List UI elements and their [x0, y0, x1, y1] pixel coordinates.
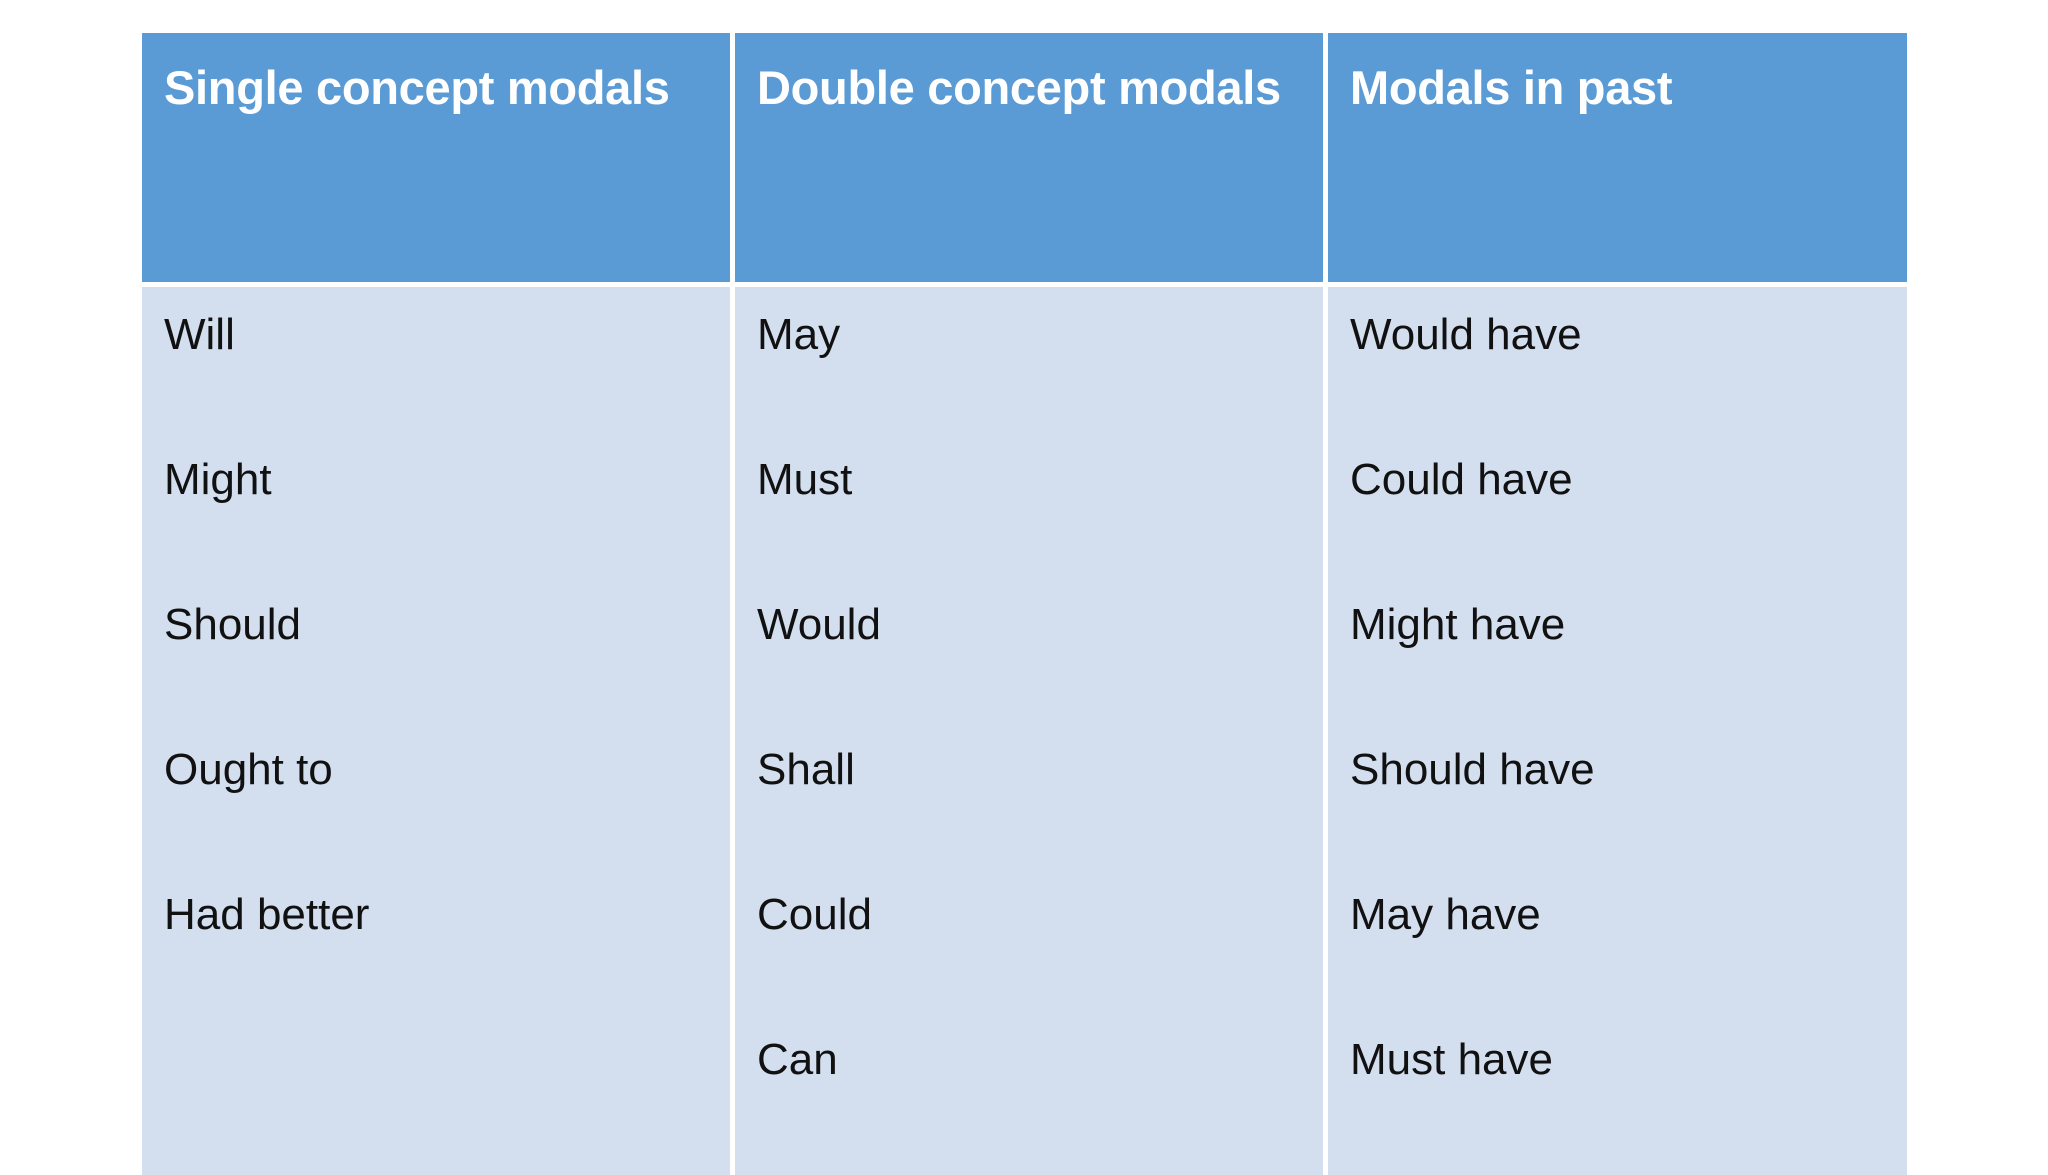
table-cell: Will [164, 310, 235, 359]
table-header-row: Single concept modals Double concept mod… [142, 33, 1907, 282]
table-column-modals-in-past: Would have Could have Might have Should … [1328, 287, 1907, 1175]
table-header-double-concept-modals: Double concept modals [735, 33, 1323, 282]
table-cell: Might have [1350, 600, 1566, 649]
table-cell: Must [757, 455, 853, 504]
table-cell: Ought to [164, 745, 333, 794]
table-cell: Should have [1350, 745, 1595, 794]
table-cell: Would [757, 600, 881, 649]
table-header-modals-in-past: Modals in past [1328, 33, 1907, 282]
modals-table: Single concept modals Double concept mod… [142, 33, 1907, 1175]
table-header-single-concept-modals: Single concept modals [142, 33, 730, 282]
table-cell: Could [757, 890, 872, 939]
table-cell: Might [164, 455, 272, 504]
table-cell: Can [757, 1035, 838, 1084]
table-cell: May have [1350, 890, 1541, 939]
table-cell: Would have [1350, 310, 1582, 359]
table-cell: Must have [1350, 1035, 1553, 1084]
table-cell: May [757, 310, 841, 359]
table-cell: Should [164, 600, 302, 649]
table-column-double-concept-modals: May Must Would Shall Could Can [735, 287, 1323, 1175]
table-cell-empty [164, 1030, 708, 1175]
table-column-single-concept-modals: Will Might Should Ought to Had better [142, 287, 730, 1175]
table-body: Will Might Should Ought to Had better Ma… [142, 287, 1907, 1175]
table-cell: Could have [1350, 455, 1573, 504]
table-cell: Had better [164, 890, 370, 939]
table-cell: Shall [757, 745, 855, 794]
